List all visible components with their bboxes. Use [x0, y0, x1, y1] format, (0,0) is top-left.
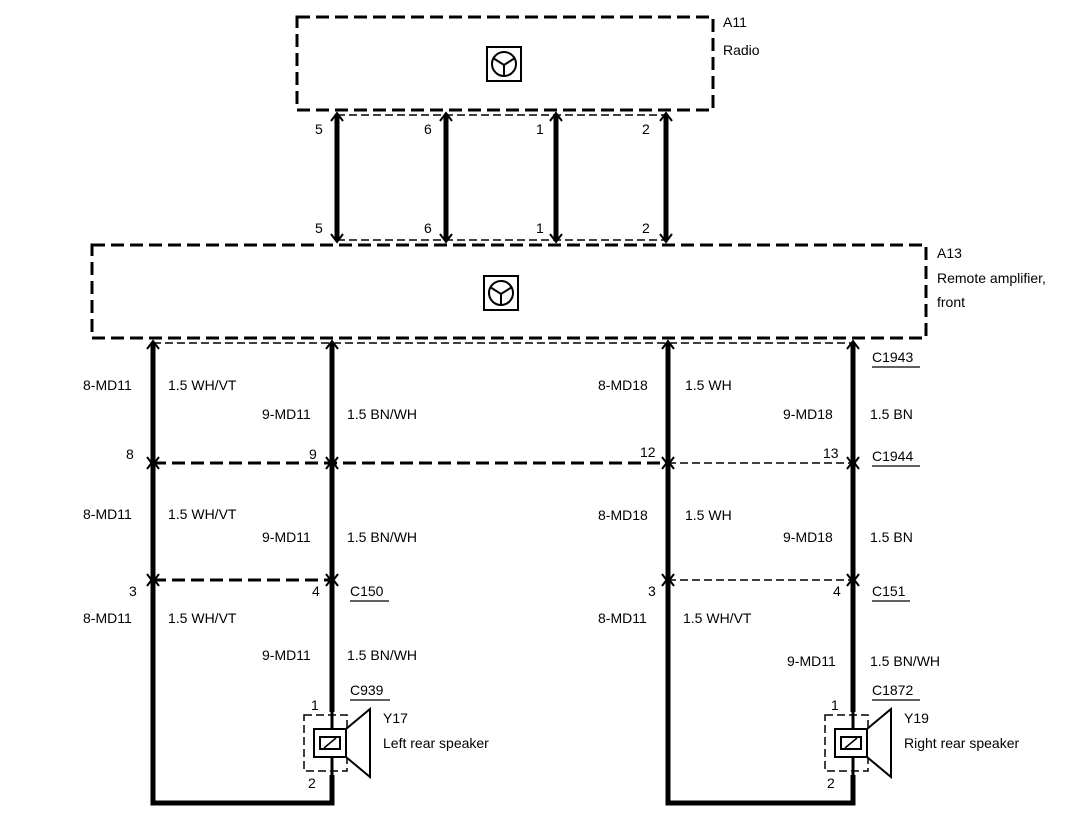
- left-speaker-id: Y17: [383, 710, 408, 726]
- radio-pin-top-4: 2: [642, 121, 650, 137]
- amp-pin-top-3: 1: [536, 220, 544, 236]
- wire-label-color: 1.5 WH/VT: [168, 506, 237, 522]
- pin-c1944-9: 9: [309, 446, 317, 462]
- radio-pin-top-2: 6: [424, 121, 432, 137]
- pin-c150-3: 3: [129, 583, 137, 599]
- wire-label-color: 1.5 BN: [870, 529, 913, 545]
- pin-c1872-2: 2: [827, 775, 835, 791]
- wire-label-circuit: 9-MD18: [783, 529, 833, 545]
- wire-label-color: 1.5 WH/VT: [683, 610, 752, 626]
- wire-label-circuit: 8-MD11: [83, 377, 132, 393]
- wire-label-circuit: 8-MD18: [598, 507, 648, 523]
- pin-c1944-8: 8: [126, 446, 134, 462]
- radio-module-outline: [295, 15, 715, 112]
- connector-c151: C151: [872, 583, 906, 599]
- pin-c1872-1: 1: [831, 697, 839, 713]
- pin-c1944-13: 13: [823, 445, 839, 461]
- connector-c150: C150: [350, 583, 384, 599]
- connector-outlines: [153, 342, 853, 582]
- radio-pin-top-3: 1: [536, 121, 544, 137]
- amplifier-name-line2: front: [937, 294, 965, 310]
- connector-c939: C939: [350, 682, 384, 698]
- connector-arrows: [146, 339, 860, 587]
- right-speaker-id: Y19: [904, 710, 929, 726]
- wire-label-color: 1.5 BN/WH: [870, 653, 940, 669]
- radio-amplifier-wires: [334, 114, 669, 241]
- connector-c1872: C1872: [872, 682, 913, 698]
- pin-c939-1: 1: [311, 697, 319, 713]
- amp-pin-top-1: 5: [315, 220, 323, 236]
- right-speaker-name: Right rear speaker: [904, 735, 1020, 751]
- radio-id: A11: [723, 14, 747, 30]
- radio-name: Radio: [723, 42, 760, 58]
- wire-label-circuit: 8-MD11: [83, 506, 132, 522]
- wire-label-color: 1.5 BN: [870, 406, 913, 422]
- wire-label-circuit: 8-MD11: [598, 610, 647, 626]
- wire-label-circuit: 8-MD11: [83, 610, 132, 626]
- right-speaker-icon: [824, 706, 892, 780]
- wire-label-circuit: 9-MD11: [787, 653, 836, 669]
- wire-label-circuit: 9-MD11: [262, 529, 311, 545]
- wire-label-color: 1.5 BN/WH: [347, 529, 417, 545]
- wire-label-color: 1.5 WH: [685, 507, 732, 523]
- pin-c939-2: 2: [308, 775, 316, 791]
- left-speaker-icon: [303, 706, 371, 780]
- radio-pin-arrows: [330, 111, 673, 244]
- wire-label-color: 1.5 BN/WH: [347, 647, 417, 663]
- wire-label-circuit: 8-MD18: [598, 377, 648, 393]
- pin-c151-4: 4: [833, 583, 841, 599]
- wire-label-color: 1.5 WH/VT: [168, 610, 237, 626]
- radio-pin-top-1: 5: [315, 121, 323, 137]
- wire-label-circuit: 9-MD11: [262, 406, 311, 422]
- amp-pin-top-2: 6: [424, 220, 432, 236]
- wire-label-circuit: 9-MD18: [783, 406, 833, 422]
- connector-c1943: C1943: [872, 349, 913, 365]
- amp-pin-top-4: 2: [642, 220, 650, 236]
- connector-c1944: C1944: [872, 448, 913, 464]
- amplifier-id: A13: [937, 245, 962, 261]
- radio-module-icon: [486, 46, 522, 82]
- amplifier-name-line1: Remote amplifier,: [937, 270, 1046, 286]
- wire-label-color: 1.5 WH: [685, 377, 732, 393]
- wire-label-circuit: 9-MD11: [262, 647, 311, 663]
- pin-c150-4: 4: [312, 583, 320, 599]
- speaker-wires: [150, 343, 856, 806]
- wire-label-color: 1.5 WH/VT: [168, 377, 237, 393]
- amplifier-module-outline: [90, 243, 928, 340]
- amplifier-module-icon: [483, 275, 519, 311]
- left-speaker-name: Left rear speaker: [383, 735, 489, 751]
- wire-label-color: 1.5 BN/WH: [347, 406, 417, 422]
- pin-c151-3: 3: [648, 583, 656, 599]
- pin-c1944-12: 12: [640, 444, 656, 460]
